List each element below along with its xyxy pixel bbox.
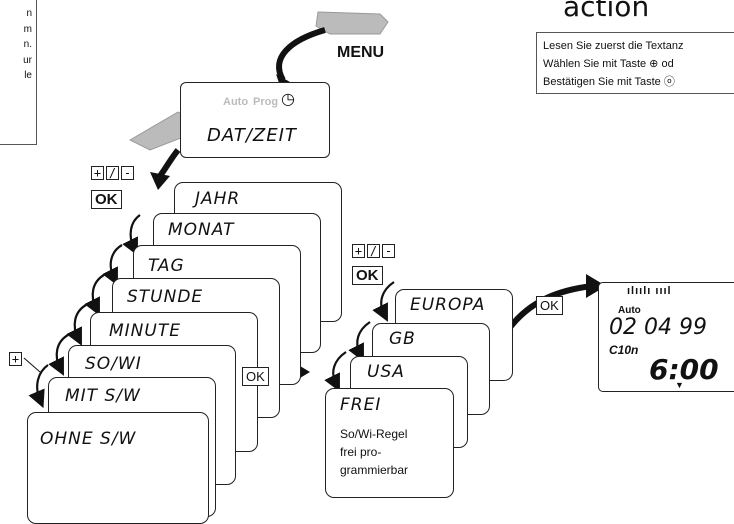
frei-desc-line: So/Wi-Regel <box>340 427 408 441</box>
plus-key-left[interactable]: + <box>9 352 24 366</box>
plus-key[interactable]: + <box>9 352 22 366</box>
frei-label: FREI <box>340 395 382 415</box>
prog-label: Prog <box>253 96 279 108</box>
frei-card: FREI So/Wi-Regel frei pro- grammierbar <box>325 388 454 498</box>
ok-key[interactable]: OK <box>91 190 122 209</box>
left-partial-panel: n m n. ur le <box>0 0 37 145</box>
ok-key[interactable]: OK <box>536 296 563 315</box>
europa-label: EUROPA <box>410 295 486 315</box>
time-readout: 6:00 <box>649 353 719 386</box>
c10-readout: C10n <box>609 343 639 357</box>
plus-key[interactable]: + <box>91 166 104 180</box>
frei-desc-line: grammierbar <box>340 463 409 477</box>
summer-winter-label: SO/WI <box>85 354 142 374</box>
plus-minus-keys[interactable]: +/- <box>91 166 136 180</box>
instruction-line: Bestätigen Sie mit Taste ⓞ <box>543 76 675 88</box>
date-readout: 02 04 99 <box>609 315 707 340</box>
instruction-box: Lesen Sie zuerst die Textanz Wählen Sie … <box>536 32 734 94</box>
year-label: JAHR <box>195 189 241 209</box>
usa-label: USA <box>367 362 405 382</box>
month-label: MONAT <box>168 220 235 240</box>
with-dst-label: MIT S/W <box>65 386 141 406</box>
left-partial-line: n <box>26 8 32 19</box>
menu-arrow <box>276 27 326 82</box>
down-triangle-icon: ▼ <box>675 380 684 390</box>
lcd-display: ılıılı ıııl Auto 02 04 99 C10n 6:00 * ▼ <box>598 282 734 392</box>
ok-key[interactable]: OK <box>352 266 383 285</box>
left-partial-line: m <box>23 23 32 35</box>
instruction-line: Lesen Sie zuerst die Textanz <box>543 40 684 52</box>
plus-key[interactable]: + <box>352 244 365 258</box>
instruction-line: Wählen Sie mit Taste ⊕ od <box>543 58 674 70</box>
gb-label: GB <box>389 329 416 349</box>
frei-description: So/Wi-Regel frei pro- grammierbar <box>340 425 408 479</box>
date-time-label: DAT/ZEIT <box>207 125 297 146</box>
menu-label: MENU <box>337 44 385 61</box>
plus-minus-keys[interactable]: +/- <box>352 244 397 258</box>
left-partial-line: le <box>24 70 32 81</box>
without-dst-label: OHNE S/W <box>40 429 137 449</box>
ok-key[interactable]: OK <box>242 367 269 386</box>
minus-key[interactable]: - <box>121 166 134 180</box>
without-dst-card: OHNE S/W <box>27 412 209 524</box>
day-label: TAG <box>148 256 185 276</box>
date-time-menu-card[interactable]: Auto Prog ◷ DAT/ZEIT <box>180 82 330 158</box>
action-title: action <box>563 0 650 23</box>
minute-label: MINUTE <box>109 321 181 341</box>
left-partial-line: ur <box>23 54 32 66</box>
frei-desc-line: frei pro- <box>340 445 382 459</box>
minus-key[interactable]: - <box>382 244 395 258</box>
bar-indicators: ılıılı ıııl <box>627 285 672 297</box>
hour-label: STUNDE <box>127 287 204 307</box>
auto-label: Auto <box>618 305 641 316</box>
auto-label: Auto <box>223 96 249 108</box>
pointing-hand-icon <box>315 11 389 35</box>
left-partial-line: n. <box>23 39 32 50</box>
clock-icon: ◷ <box>281 91 295 108</box>
